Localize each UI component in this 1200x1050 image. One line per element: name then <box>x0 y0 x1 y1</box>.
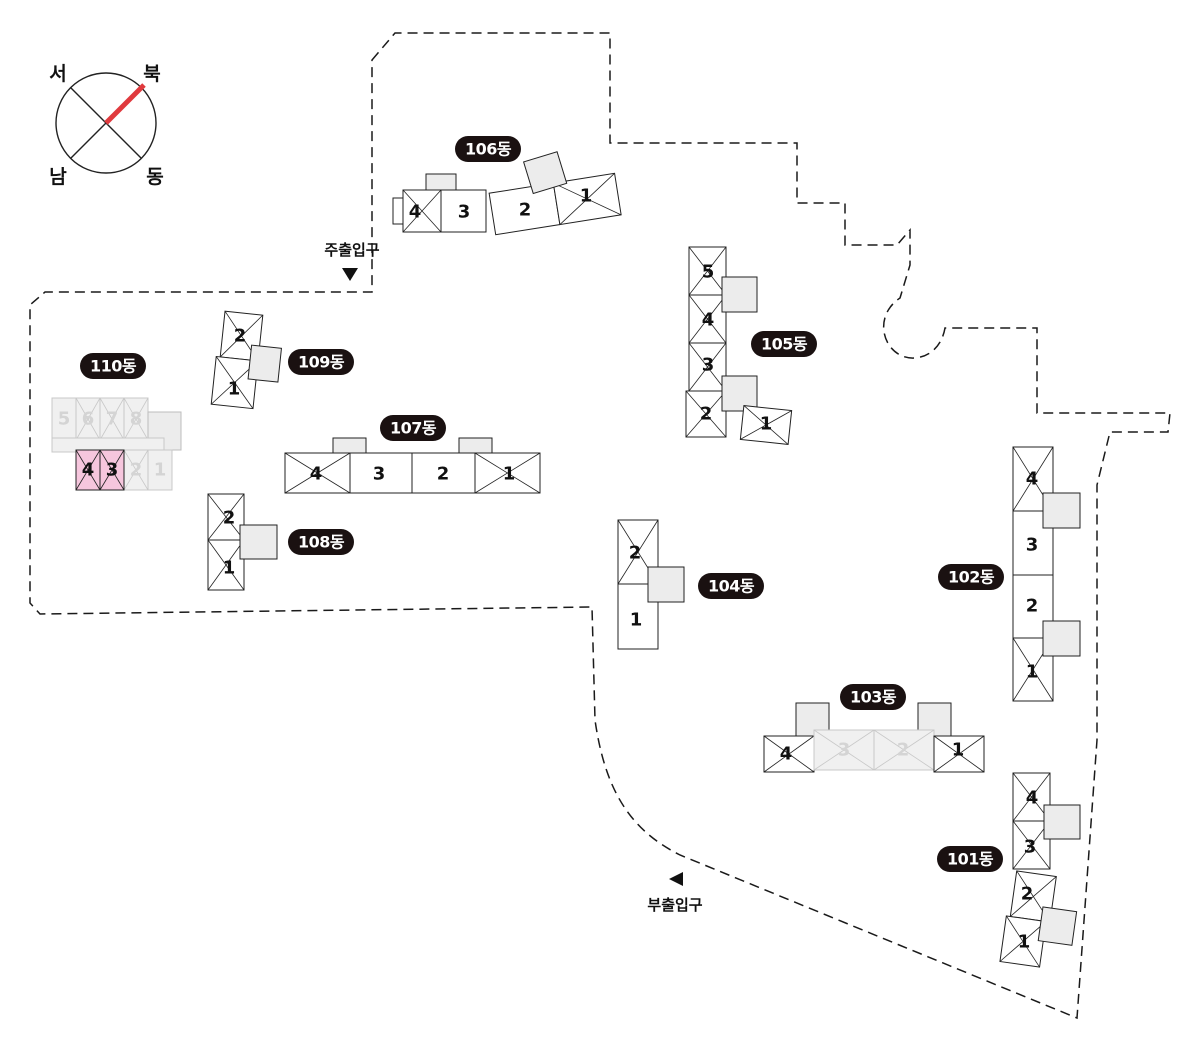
building-110-line-6: 6 <box>82 409 95 430</box>
building-105-line-2: 2 <box>700 404 713 425</box>
building-109-badge <box>288 349 354 375</box>
sub-entrance: 부출입구 <box>647 872 703 914</box>
building-107-badge <box>380 415 446 441</box>
compass-north: 북 <box>143 63 160 85</box>
building-108: 2 1 108동 <box>207 493 354 591</box>
building-109: 2 1 109동 <box>210 310 354 410</box>
building-106-line-2: 2 <box>519 200 532 221</box>
building-106-line-3: 3 <box>458 202 471 223</box>
building-103-line-2: 2 <box>897 740 910 761</box>
building-108-line-2: 2 <box>223 508 236 529</box>
building-103: 4 3 2 1 103동 <box>763 684 985 773</box>
building-101-line-3: 3 <box>1024 837 1037 858</box>
compass-east: 동 <box>146 166 163 188</box>
building-104-badge <box>698 573 764 599</box>
compass-line-south <box>70 122 107 159</box>
building-105-line-4: 4 <box>702 310 715 331</box>
building-102-line-3: 3 <box>1026 535 1039 556</box>
building-101-line-2: 2 <box>1021 884 1034 905</box>
main-entrance-arrow-icon <box>342 268 358 281</box>
building-105: 5 4 3 2 1 105동 <box>685 246 817 445</box>
building-105-line-5: 5 <box>702 262 715 283</box>
building-107-line-1: 1 <box>503 464 516 485</box>
building-102: 4 3 2 1 102동 <box>938 446 1081 702</box>
building-101-line-4: 4 <box>1026 788 1039 809</box>
building-103-line-4: 4 <box>780 744 793 765</box>
building-110-badge <box>80 353 146 379</box>
building-101-label: 101동 <box>947 850 994 869</box>
building-102-line-2: 2 <box>1026 596 1039 617</box>
building-105-line-1: 1 <box>760 414 773 435</box>
building-110-line-3-highlight: 3 <box>106 460 119 481</box>
building-102-badge <box>938 564 1004 590</box>
building-103-label: 103동 <box>850 688 897 707</box>
compass-west: 서 <box>49 63 66 85</box>
building-106-line-4: 4 <box>409 202 422 223</box>
compass: 서 북 남 동 <box>49 63 163 188</box>
building-110-line-1: 1 <box>154 460 167 481</box>
compass-north-needle <box>104 83 146 125</box>
building-107: 4 3 2 1 107동 <box>284 415 541 494</box>
building-110: 5 6 7 8 4 3 2 1 110동 <box>51 353 182 491</box>
building-110-line-8: 8 <box>130 409 143 430</box>
building-106-line-1: 1 <box>580 186 593 207</box>
building-107-label: 107동 <box>390 419 437 438</box>
building-106: 4 3 2 1 106동 <box>392 136 622 236</box>
building-106-label: 106동 <box>465 140 512 159</box>
building-101: 4 3 2 1 101동 <box>937 772 1081 968</box>
building-105-label: 105동 <box>761 335 808 354</box>
building-103-badge <box>840 684 906 710</box>
sub-entrance-label: 부출입구 <box>647 896 702 914</box>
building-104-label: 104동 <box>708 577 755 596</box>
building-108-badge <box>288 529 354 555</box>
building-110-line-2: 2 <box>130 460 143 481</box>
building-102-label: 102동 <box>948 568 995 587</box>
main-entrance: 주출입구 <box>324 241 380 281</box>
building-104-line-2: 2 <box>629 543 642 564</box>
building-109-line-2: 2 <box>234 326 247 347</box>
building-102-line-4: 4 <box>1026 469 1039 490</box>
building-104-line-1: 1 <box>630 610 643 631</box>
building-101-line-1: 1 <box>1018 932 1031 953</box>
building-109-line-1: 1 <box>228 379 241 400</box>
building-108-label: 108동 <box>298 533 345 552</box>
building-105-badge <box>751 331 817 357</box>
building-106-badge <box>455 136 521 162</box>
building-103-line-1: 1 <box>952 740 965 761</box>
building-103-line-3: 3 <box>838 740 851 761</box>
building-108-line-1: 1 <box>223 558 236 579</box>
building-102-line-1: 1 <box>1026 662 1039 683</box>
building-107-line-3: 3 <box>373 464 386 485</box>
building-104: 2 1 104동 <box>617 519 764 650</box>
building-110-line-4-highlight: 4 <box>82 460 95 481</box>
building-107-line-2: 2 <box>437 464 450 485</box>
building-110-line-5: 5 <box>58 409 71 430</box>
building-110-line-7: 7 <box>106 409 119 430</box>
building-107-line-4: 4 <box>310 464 323 485</box>
building-101-badge <box>937 846 1003 872</box>
building-105-line-3: 3 <box>702 355 715 376</box>
building-109-label: 109동 <box>298 353 345 372</box>
sub-entrance-arrow-icon <box>669 872 683 886</box>
main-entrance-label: 주출입구 <box>324 241 379 259</box>
building-110-label: 110동 <box>90 357 137 376</box>
compass-south: 남 <box>49 166 67 188</box>
site-boundary <box>29 32 1171 1020</box>
